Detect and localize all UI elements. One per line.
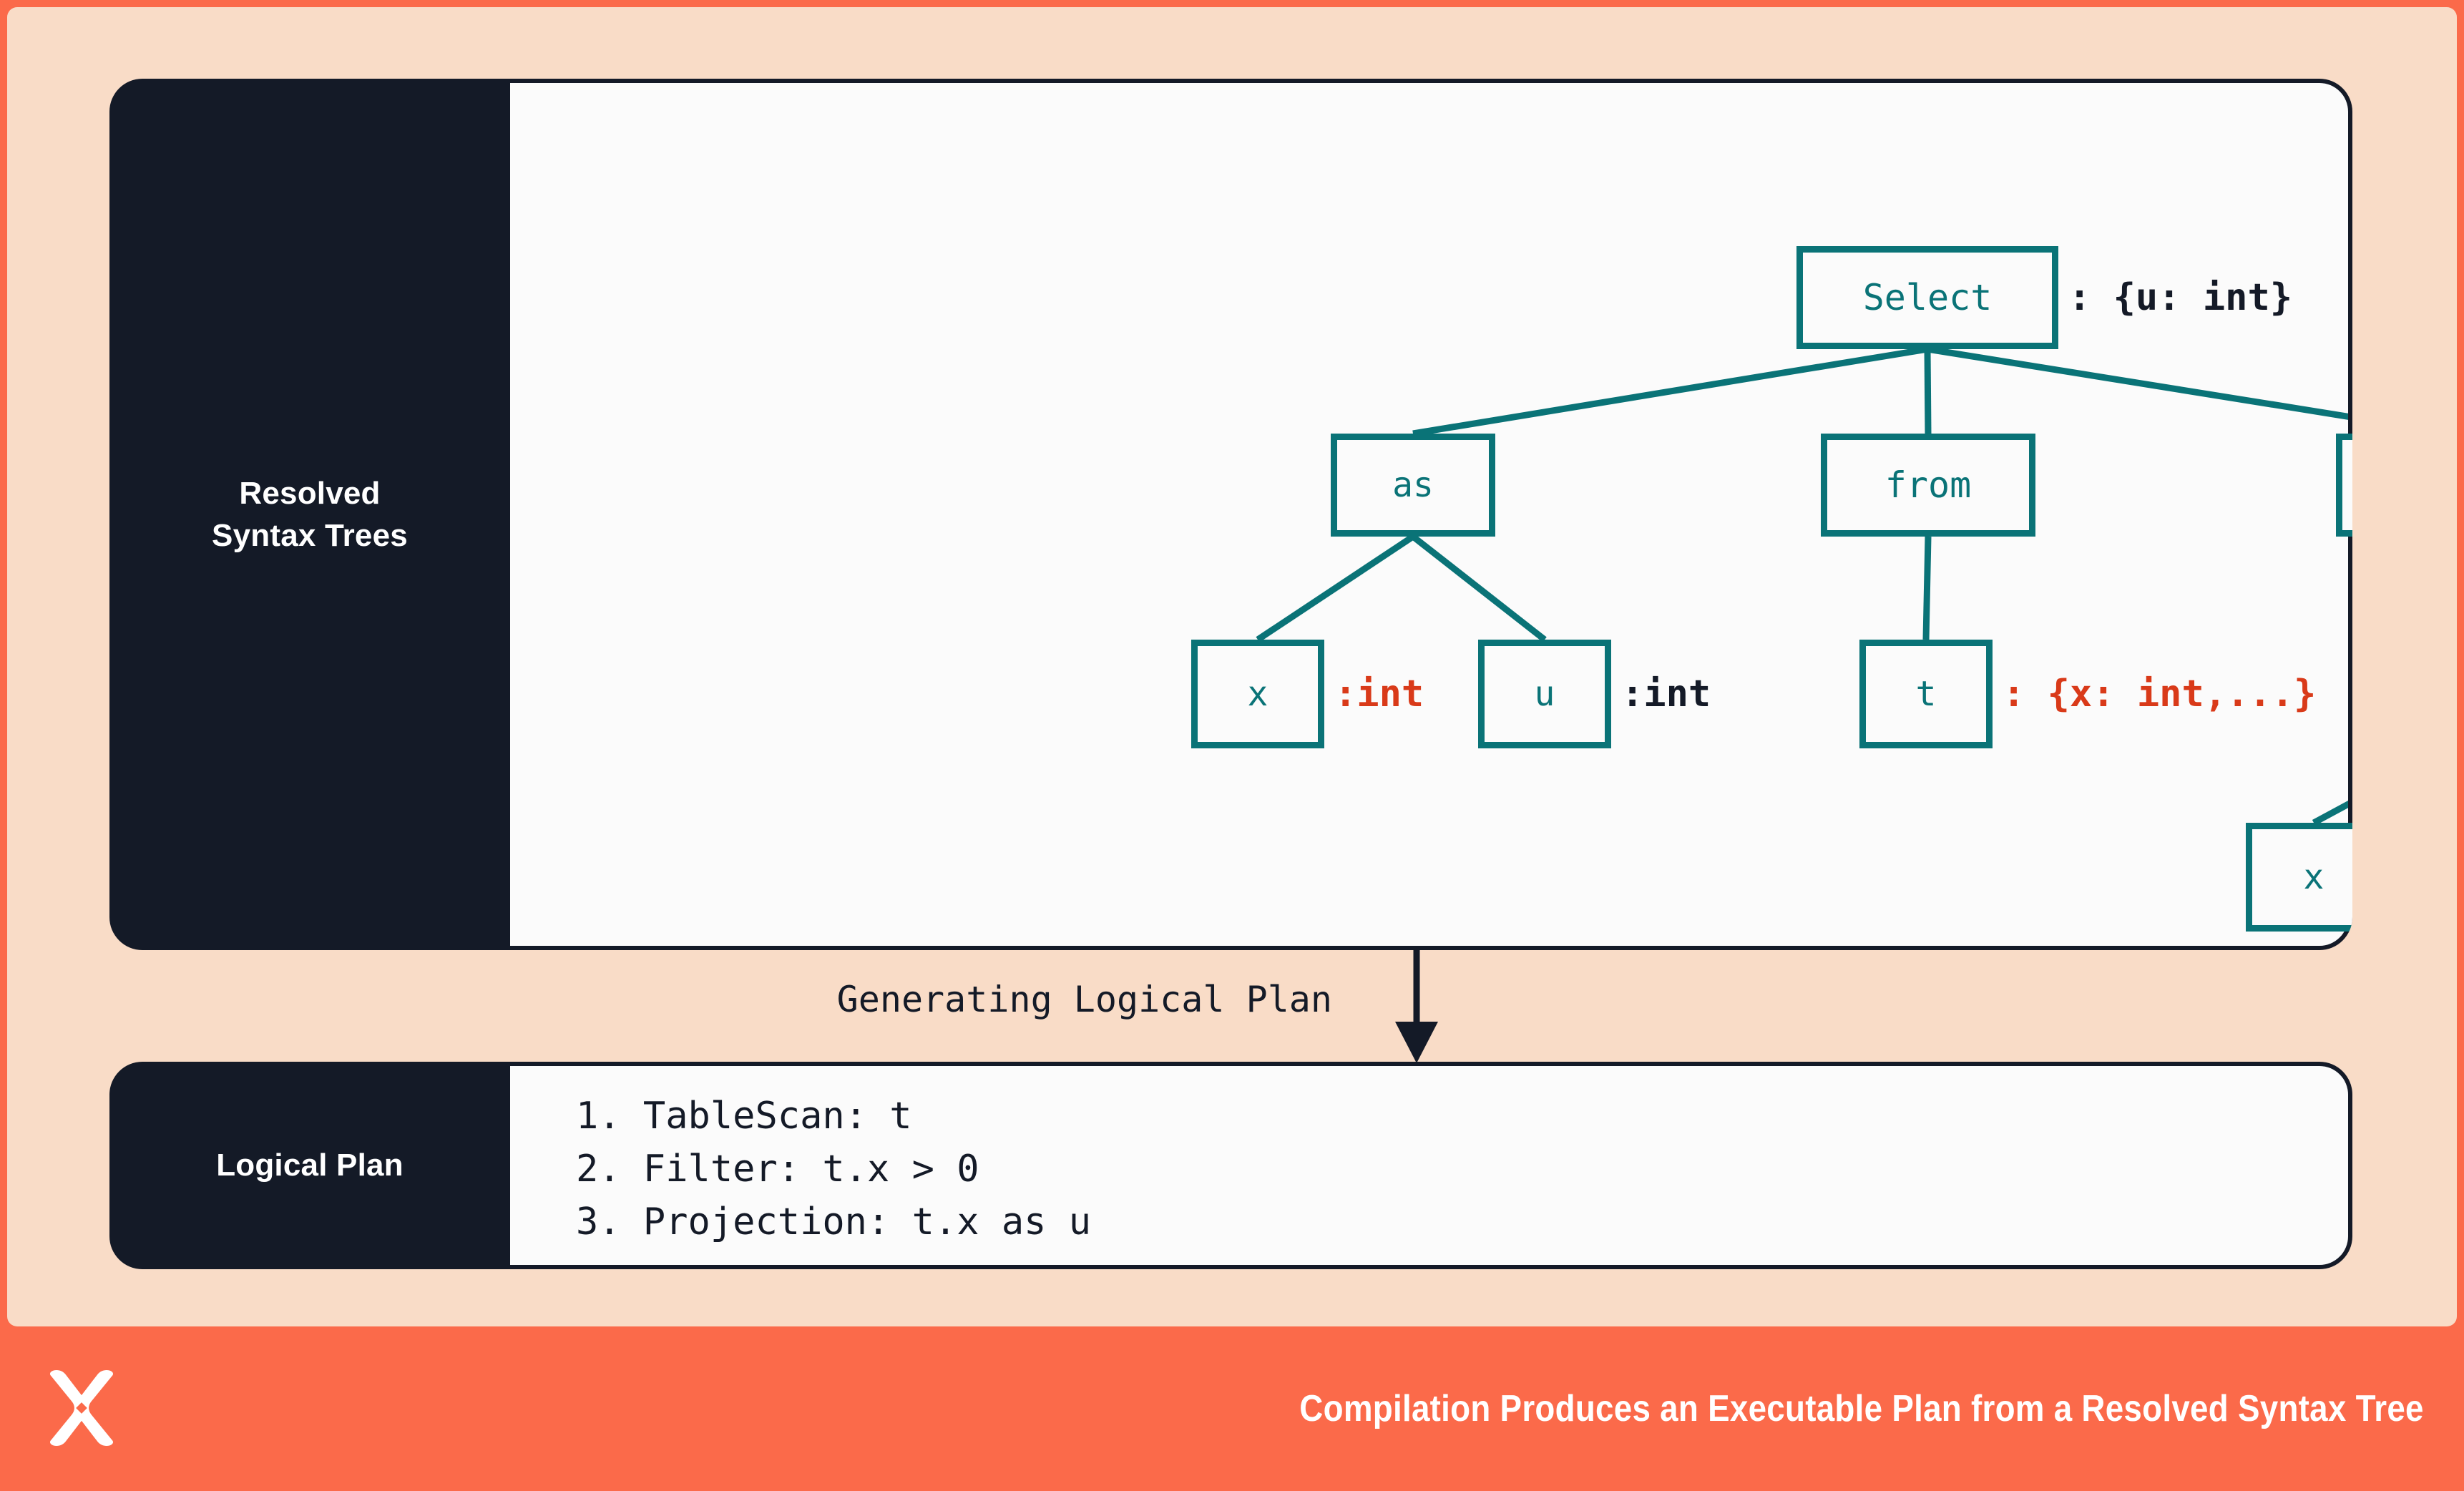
- logical-plan-step: 1. TableScan: t: [576, 1095, 912, 1138]
- tree-edge-select-to-where: [1927, 346, 2348, 420]
- tree-edge-as-to-as-x: [1256, 534, 1415, 642]
- flow-arrow-label: Generating Logical Plan: [836, 979, 1332, 1020]
- tree-node-label: t: [1915, 674, 1937, 714]
- tree-node-gt-x: x: [2246, 823, 2352, 932]
- footer-caption: Compilation Produces an Executable Plan …: [1299, 1388, 2424, 1429]
- logical-plan-label: Logical Plan: [216, 1148, 404, 1183]
- tree-node-annotation-from-t: : {x: int,...}: [2003, 673, 2317, 715]
- logical-plan-panel: 1. TableScan: t 2. Filter: t.x > 0 3. Proj…: [510, 1066, 2348, 1265]
- logical-plan-step: 2. Filter: t.x > 0: [576, 1147, 979, 1191]
- tree-node-annotation-as-u: :int: [1621, 673, 1711, 715]
- resolved-syntax-trees-label: Resolved Syntax Trees: [109, 79, 510, 950]
- tree-node-as-u: u: [1478, 640, 1611, 748]
- tree-node-from: from: [1821, 434, 2035, 537]
- resolved-syntax-trees-section: Resolved Syntax Trees Select : {u: int} as…: [109, 79, 2352, 950]
- logical-plan-step: 3. Projection: t.x as u: [576, 1200, 1092, 1243]
- tree-node-label: from: [1884, 464, 1972, 506]
- down-arrow-icon: [1395, 950, 1438, 1063]
- butterfly-x-logo-icon: [49, 1369, 114, 1447]
- tree-edge-as-to-as-u: [1411, 534, 1547, 642]
- tree-node-label: as: [1392, 465, 1434, 505]
- tree-node-as-x: x: [1191, 640, 1324, 748]
- tree-node-annotation-select: : {u: int}: [2068, 276, 2293, 319]
- tree-node-annotation-as-x: :int: [1334, 673, 1424, 715]
- tree-node-as: as: [1331, 434, 1495, 537]
- logical-plan-steps: 1. TableScan: t 2. Filter: t.x > 0 3. Proj…: [576, 1090, 2348, 1248]
- logical-plan-section: Logical Plan 1. TableScan: t 2. Filter: t…: [109, 1062, 2352, 1269]
- content-canvas: Resolved Syntax Trees Select : {u: int} as…: [7, 7, 2457, 1326]
- tree-node-label: u: [1534, 674, 1555, 714]
- tree-edge-select-to-as: [1412, 346, 1928, 437]
- tree-node-label: x: [2303, 857, 2324, 897]
- flow-arrow: [1367, 950, 1796, 1063]
- footer-bar: Compilation Produces an Executable Plan …: [0, 1326, 2464, 1491]
- syntax-tree-panel: Select : {u: int} as from where x :int u :int t : …: [510, 83, 2352, 946]
- tree-edges-layer: [1256, 346, 2348, 826]
- label-line-1: Resolved: [239, 475, 381, 511]
- tree-node-label: x: [1247, 674, 1268, 714]
- tree-edge-from-to-from-t: [1922, 536, 1932, 640]
- tree-node-select: Select: [1796, 246, 2058, 349]
- tree-edge-gt-to-gt-x: [2312, 801, 2348, 826]
- label-line-2: Syntax Trees: [212, 518, 408, 553]
- tree-edge-select-to-from: [1924, 348, 1932, 434]
- tree-node-label: Select: [1862, 277, 1993, 318]
- tree-node-where: where: [2336, 434, 2352, 537]
- tree-node-from-t: t: [1859, 640, 1993, 748]
